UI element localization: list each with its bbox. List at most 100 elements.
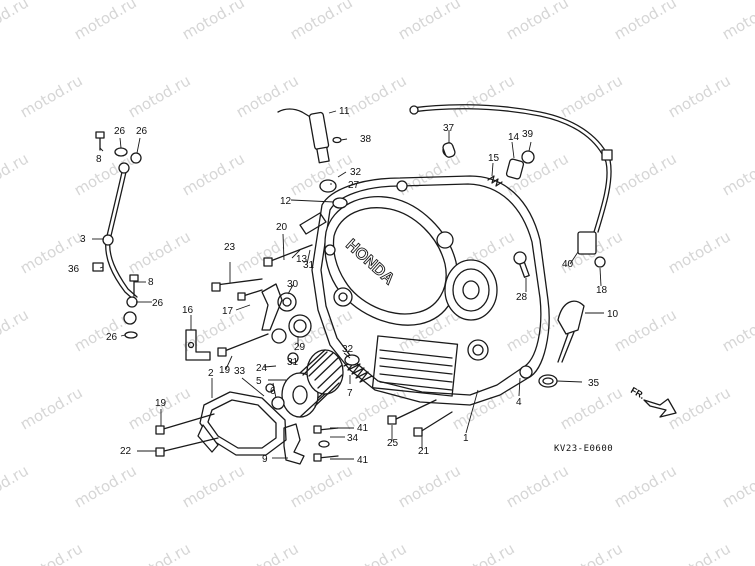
callout-41: 41 [357, 423, 369, 434]
watermark-text: motod.ru [665, 539, 734, 566]
forward-label: FR. [629, 385, 647, 401]
watermark-text: motod.ru [17, 539, 86, 566]
switch-15 [487, 158, 525, 187]
watermark-text: motod.ru [0, 149, 32, 199]
neutral-cable [409, 104, 613, 268]
relief-spring [343, 354, 373, 383]
watermark-text: motod.ru [71, 149, 140, 199]
callout-32: 32 [350, 167, 362, 178]
watermark-text: motod.ru [557, 539, 626, 566]
oil-filter [281, 349, 344, 418]
watermark-text: motod.ru [719, 305, 755, 355]
watermark-text: motod.ru [0, 305, 32, 355]
watermark-text: motod.ru [287, 0, 356, 43]
callout-14: 14 [508, 132, 520, 143]
watermark-text: motod.ru [287, 461, 356, 511]
lifter-arm [261, 212, 327, 331]
watermark-text: motod.ru [611, 0, 680, 43]
watermark-text: motod.ru [719, 461, 755, 511]
watermark-text: motod.ru [125, 227, 194, 277]
watermark-text: motod.ru [0, 461, 32, 511]
watermark-text: motod.ru [611, 461, 680, 511]
watermark-text: motod.ru [179, 461, 248, 511]
callout-33: 33 [234, 366, 246, 377]
watermark-text: motod.ru [665, 227, 734, 277]
callout-29: 29 [294, 342, 306, 353]
watermark-text: motod.ru [449, 71, 518, 121]
filter-cover [197, 391, 287, 456]
callout-3: 3 [80, 234, 86, 245]
callout-41: 41 [357, 455, 369, 466]
sensor-11 [277, 108, 342, 193]
callout-26: 26 [106, 332, 118, 343]
watermark-text: motod.ru [449, 539, 518, 566]
watermark-text: motod.ru [557, 383, 626, 433]
callout-31: 31 [303, 260, 315, 271]
watermark-text: motod.ru [17, 71, 86, 121]
watermark-text: motod.ru [395, 149, 464, 199]
callout-37: 37 [443, 123, 455, 134]
callout-6: 6 [270, 386, 276, 397]
callout-12: 12 [280, 196, 292, 207]
watermark-text: motod.ru [611, 305, 680, 355]
callout-10: 10 [607, 309, 619, 320]
callout-30: 30 [287, 279, 299, 290]
callout-34: 34 [347, 433, 359, 444]
callout-1: 1 [463, 433, 469, 444]
watermark-text: motod.ru [179, 0, 248, 43]
bearing-set [265, 292, 312, 410]
callout-5: 5 [256, 376, 262, 387]
oil-pipe [102, 162, 138, 308]
forward-arrow: FR. [629, 385, 677, 418]
watermark-text: motod.ru [665, 71, 734, 121]
leader-lines [92, 110, 604, 460]
callout-24: 24 [256, 363, 268, 374]
bolt-group [95, 131, 453, 462]
watermark-text: motod.ru [71, 0, 140, 43]
callout-25: 25 [387, 438, 399, 449]
callout-26: 26 [136, 126, 148, 137]
stay-9 [283, 423, 305, 465]
watermark-text: motod.ru [71, 461, 140, 511]
callout-35: 35 [588, 378, 600, 389]
watermark-text: motod.ru [719, 0, 755, 43]
callout-21: 21 [418, 446, 430, 457]
bracket-16 [185, 329, 211, 361]
watermark-text: motod.ru [665, 383, 734, 433]
callout-13: 13 [296, 254, 308, 265]
diagram-code: KV23-E0600 [554, 444, 613, 454]
watermark-text: motod.ru [125, 539, 194, 566]
callout-26: 26 [152, 298, 164, 309]
callout-22: 22 [120, 446, 132, 457]
watermark-text: motod.ru [0, 0, 32, 43]
watermark-text: motod.ru [557, 71, 626, 121]
callout-19: 19 [155, 398, 167, 409]
watermark-text: motod.ru [503, 0, 572, 43]
callout-8: 8 [148, 277, 154, 288]
callout-36: 36 [68, 264, 80, 275]
watermark-text: motod.ru [17, 383, 86, 433]
watermark-text: motod.ru [719, 149, 755, 199]
watermark-text: motod.ru [125, 71, 194, 121]
watermark-text: motod.ru [341, 71, 410, 121]
callout-15: 15 [488, 153, 500, 164]
callout-23: 23 [224, 242, 236, 253]
callout-27: 27 [348, 180, 360, 191]
callout-28: 28 [516, 292, 528, 303]
watermark-text: motod.ru [395, 461, 464, 511]
watermark-text: motod.ru [233, 539, 302, 566]
callout-32: 32 [342, 344, 354, 355]
dowel-38 [442, 142, 456, 158]
callout-9: 9 [262, 454, 268, 465]
callout-11: 11 [339, 106, 350, 117]
callout-7: 7 [347, 388, 353, 399]
crankcase-cover: HONDA [311, 175, 550, 406]
callout-19: 19 [219, 365, 231, 376]
watermark-text: motod.ru [233, 71, 302, 121]
oil-dipstick [557, 300, 585, 363]
watermark-text: motod.ru [341, 539, 410, 566]
callout-40: 40 [562, 259, 574, 270]
callout-8: 8 [96, 154, 102, 165]
